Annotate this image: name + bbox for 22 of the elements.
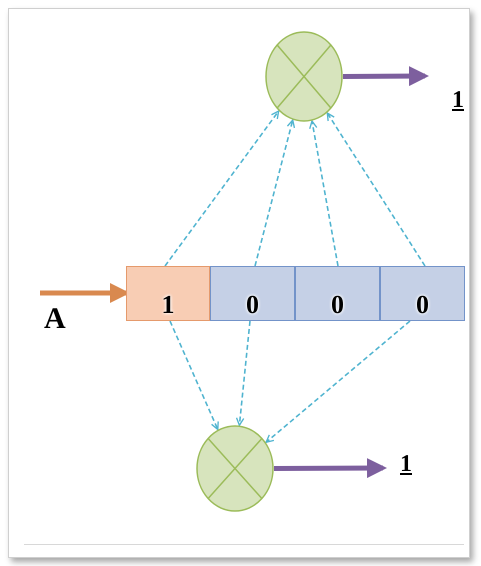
bit-value: 1: [162, 292, 174, 318]
bit-value: 0: [331, 292, 344, 318]
register-cell: [126, 266, 210, 321]
bit-value: 0: [246, 292, 259, 318]
xor-circle: [265, 31, 343, 122]
xor-circle: [196, 425, 274, 512]
arrow: [342, 66, 429, 86]
arrow: [169, 320, 219, 430]
register-cell: [210, 266, 295, 321]
register-cell: [380, 266, 465, 321]
edge-label: A: [44, 304, 66, 334]
arrow: [309, 120, 339, 266]
arrow: [265, 320, 411, 443]
arrow: [254, 119, 296, 266]
output-value: 1: [400, 452, 412, 476]
output-value: 1: [452, 88, 464, 112]
bit-value: 0: [416, 292, 429, 318]
arrow: [326, 112, 426, 266]
register-cell: [295, 266, 380, 321]
arrow: [236, 320, 251, 426]
arrow: [274, 458, 387, 478]
arrow: [164, 110, 280, 266]
